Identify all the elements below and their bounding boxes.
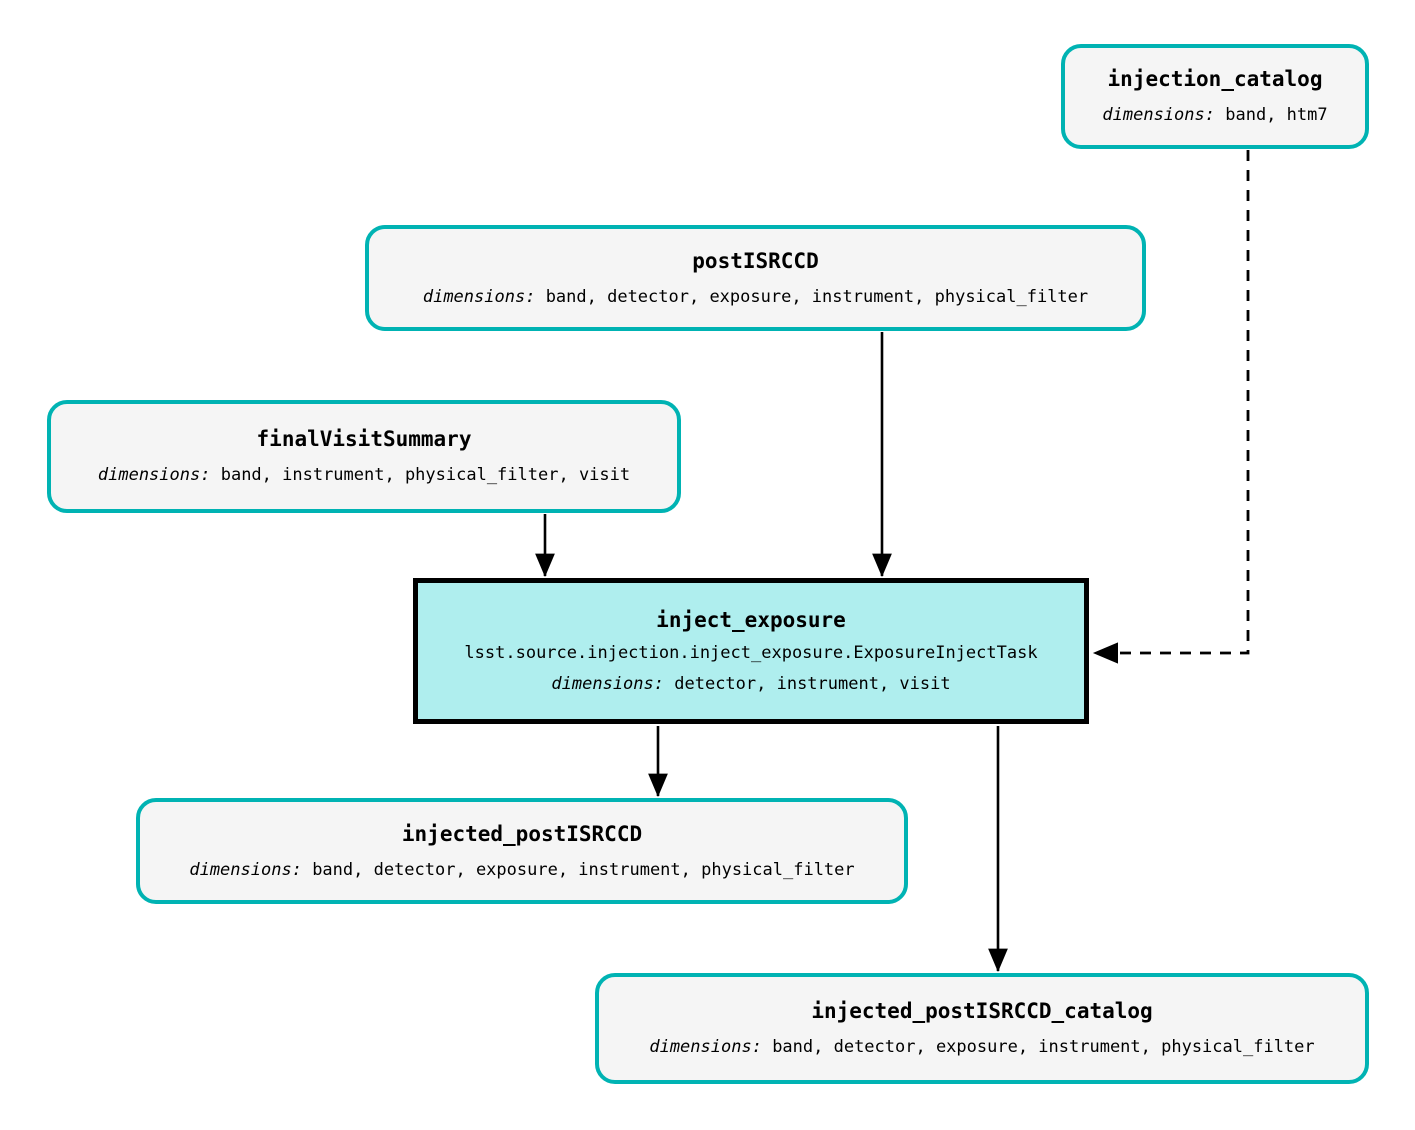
node-dimensions: dimensions: band, htm7	[1102, 105, 1327, 125]
node-dimensions: dimensions: detector, instrument, visit	[551, 674, 950, 694]
dimensions-label: dimensions:	[649, 1037, 762, 1058]
node-dimensions: dimensions: band, detector, exposure, in…	[423, 287, 1088, 307]
node-title: postISRCCD	[692, 248, 819, 273]
node-title: inject_exposure	[656, 607, 846, 632]
dimensions-value: band, instrument, physical_filter, visit	[220, 465, 631, 486]
dimensions-value: band, htm7	[1225, 105, 1328, 126]
dimensions-label: dimensions:	[97, 465, 211, 486]
dimensions-label: dimensions:	[551, 674, 664, 695]
dataset-node-finalvisitsummary[interactable]: finalVisitSummary dimensions: band, inst…	[47, 400, 681, 513]
dimensions-value: detector, instrument, visit	[674, 674, 951, 695]
node-title: finalVisitSummary	[256, 427, 472, 452]
dataset-node-injected-postisrccd[interactable]: injected_postISRCCD dimensions: band, de…	[136, 798, 908, 904]
node-title: injected_postISRCCD_catalog	[811, 999, 1153, 1024]
node-dimensions: dimensions: band, detector, exposure, in…	[189, 860, 854, 880]
dataset-node-injected-postisrccd-catalog[interactable]: injected_postISRCCD_catalog dimensions: …	[595, 973, 1369, 1084]
node-dimensions: dimensions: band, instrument, physical_f…	[98, 465, 630, 485]
dataset-node-injection-catalog[interactable]: injection_catalog dimensions: band, htm7	[1061, 44, 1369, 149]
dataset-node-postisrccd[interactable]: postISRCCD dimensions: band, detector, e…	[365, 225, 1146, 331]
dimensions-value: band, detector, exposure, instrument, ph…	[545, 286, 1089, 307]
dimensions-label: dimensions:	[422, 286, 536, 307]
dimensions-label: dimensions:	[1102, 105, 1215, 126]
dimensions-value: band, detector, exposure, instrument, ph…	[312, 859, 855, 880]
dimensions-value: band, detector, exposure, instrument, ph…	[772, 1037, 1315, 1058]
node-dimensions: dimensions: band, detector, exposure, in…	[649, 1037, 1314, 1057]
node-title: injected_postISRCCD	[401, 821, 643, 846]
task-node-inject-exposure[interactable]: inject_exposure lsst.source.injection.in…	[413, 578, 1089, 724]
task-class-label: lsst.source.injection.inject_exposure.Ex…	[464, 642, 1038, 663]
dimensions-label: dimensions:	[189, 859, 302, 880]
node-title: injection_catalog	[1107, 67, 1323, 92]
